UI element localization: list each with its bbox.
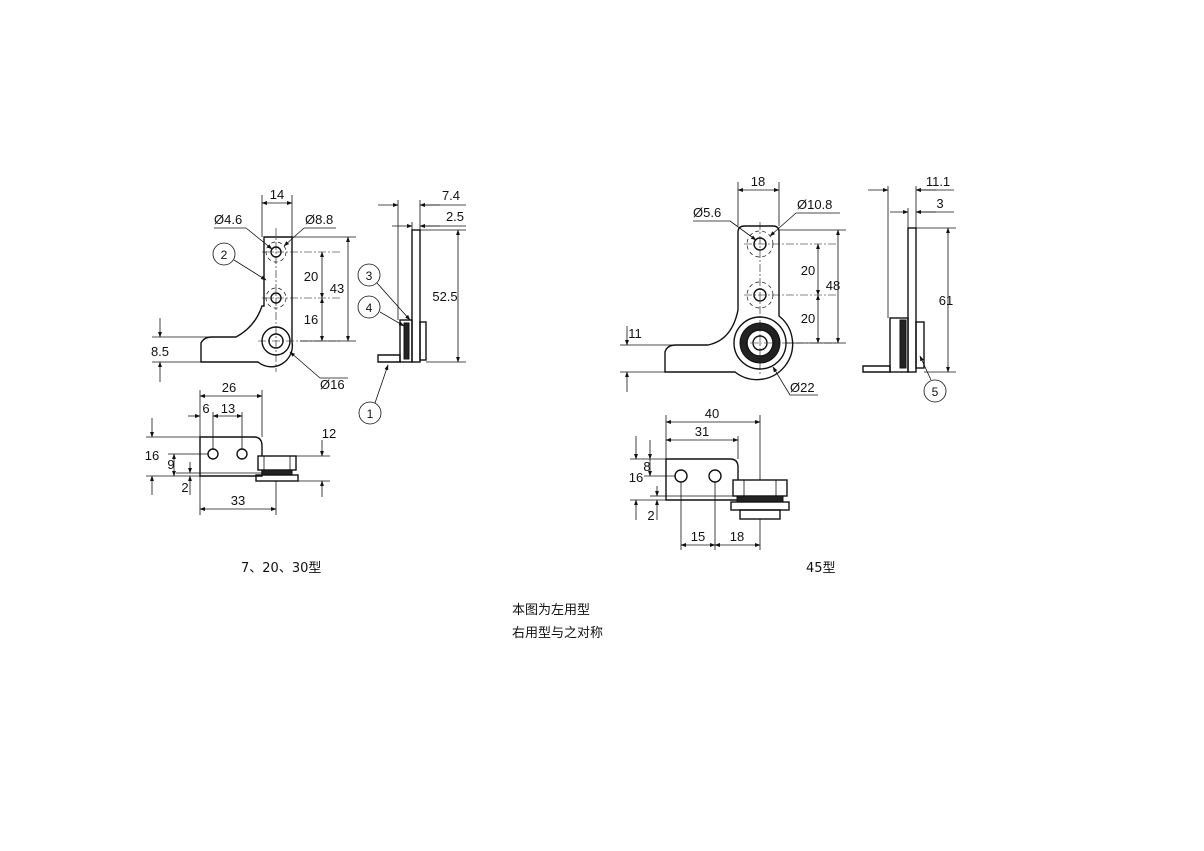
right-bottom-dim-height: 16: [629, 470, 643, 485]
left-bottom-dim-overall: 33: [231, 493, 245, 508]
left-front-view: 14 Ø4.6 Ø8.8 20 16 43 8.5 Ø16 2: [151, 187, 356, 392]
right-front-dim-foot: 11: [628, 326, 642, 341]
left-balloon-4: [357, 295, 381, 319]
left-bottom-view: 26 6 13 16 9 2 12 33: [145, 380, 336, 515]
right-side-dim-total: 11.1: [926, 174, 950, 189]
left-side-dim-total: 7.4: [442, 188, 460, 203]
right-bottom-dim-span: 31: [695, 424, 709, 439]
right-bottom-dim-pitch-b: 18: [730, 529, 744, 544]
right-front-dim-pivot: Ø22: [790, 380, 815, 395]
right-side-dim-height: 61: [939, 293, 953, 308]
right-front-dim-hole-small: Ø5.6: [693, 205, 721, 220]
left-balloon-1: [358, 401, 382, 425]
left-side-view: 7.4 2.5 52.5 3 4 1: [357, 188, 466, 425]
left-bottom-dim-base: 2: [181, 480, 188, 495]
right-model-caption: 45型: [806, 561, 836, 576]
left-bottom-dim-pivot: 12: [322, 426, 336, 441]
right-front-dim-pitch-1: 20: [801, 263, 815, 278]
svg-text:5: 5: [932, 385, 939, 399]
right-bottom-dim-length: 40: [705, 406, 719, 421]
left-bottom-dim-height: 16: [145, 448, 159, 463]
left-front-dim-width: 14: [270, 187, 284, 202]
left-bottom-dim-hole-height: 9: [167, 457, 174, 472]
svg-text:2: 2: [221, 248, 228, 262]
left-front-dim-height: 43: [330, 281, 344, 296]
left-model-caption: 7、20、30型: [241, 561, 322, 576]
right-front-dim-width: 18: [751, 174, 765, 189]
note-line-2: 右用型与之对称: [512, 626, 604, 641]
left-front-dim-pivot: Ø16: [320, 377, 345, 392]
right-balloon-5: [923, 379, 947, 403]
left-front-dim-foot: 8.5: [151, 344, 169, 359]
right-front-dim-hole-large: Ø10.8: [797, 197, 832, 212]
right-side-dim-plate: 3: [936, 196, 943, 211]
right-front-dim-pitch-2: 20: [801, 311, 815, 326]
left-front-dim-hole-small: Ø4.6: [214, 212, 242, 227]
right-bottom-view: 40 31 16 8 2 15 18: [629, 406, 790, 550]
left-side-plate: [411, 229, 421, 363]
right-bottom-dim-pitch-a: 15: [691, 529, 705, 544]
right-front-view: 18 Ø5.6 Ø10.8 20 20 48 11 Ø22: [620, 174, 846, 396]
left-front-dim-pitch-2: 16: [304, 312, 318, 327]
right-side-view: 11.1 3 61 5: [862, 174, 956, 403]
left-front-dim-hole-large: Ø8.8: [305, 212, 333, 227]
left-side-dim-height: 52.5: [432, 289, 457, 304]
note-line-1: 本图为左用型: [512, 603, 591, 618]
svg-text:3: 3: [366, 269, 373, 283]
left-front-dim-pitch-1: 20: [304, 269, 318, 284]
right-front-body: [664, 225, 794, 381]
left-bottom-dim-length: 26: [222, 380, 236, 395]
left-bottom-dim-offset: 6: [202, 401, 209, 416]
right-side-plate: [907, 227, 917, 373]
left-balloon-3: [357, 263, 381, 287]
left-front-body: [200, 236, 294, 368]
left-side-dim-plate: 2.5: [446, 209, 464, 224]
right-bottom-dim-base: 2: [647, 508, 654, 523]
right-front-dim-height: 48: [826, 278, 840, 293]
svg-text:1: 1: [367, 407, 374, 421]
left-balloon-2: [212, 242, 236, 266]
left-bottom-dim-pitch: 13: [221, 401, 235, 416]
svg-text:4: 4: [366, 301, 373, 315]
right-bottom-dim-hole-height: 8: [643, 459, 650, 474]
